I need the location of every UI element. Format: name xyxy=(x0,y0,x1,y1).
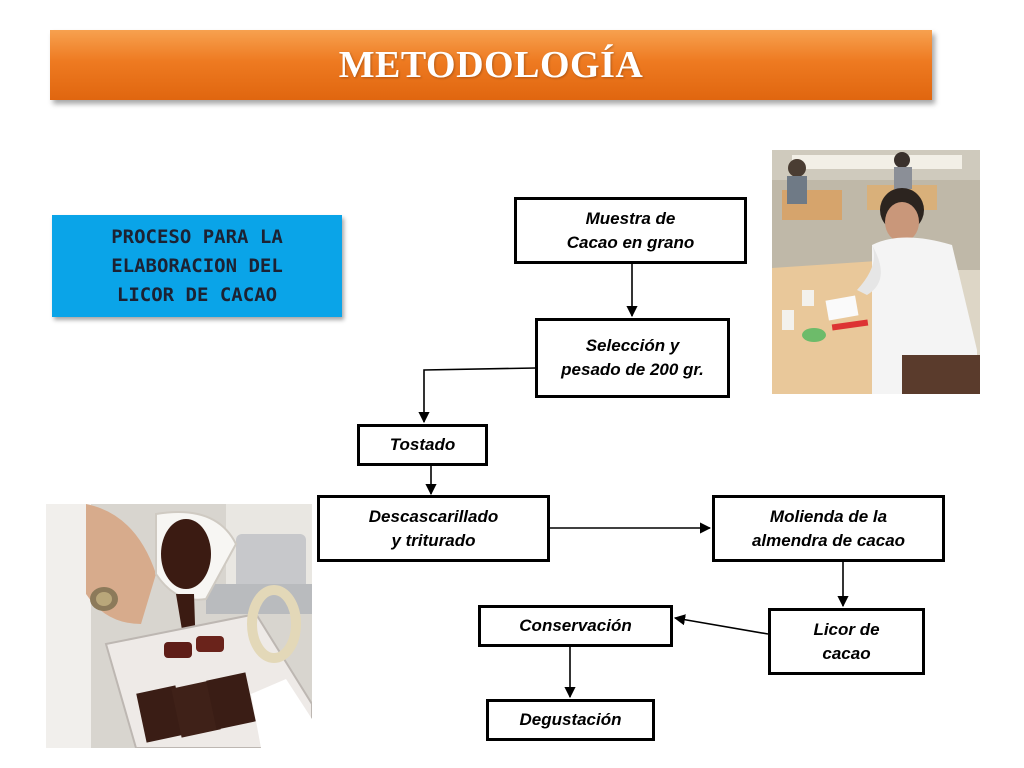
step-seleccion: Selección y pesado de 200 gr. xyxy=(535,318,730,398)
title-banner: METODOLOGÍA xyxy=(50,30,932,100)
step-label: Cacao en grano xyxy=(566,232,695,252)
step-muestra: Muestra de Cacao en grano xyxy=(514,197,747,264)
step-label: Molienda de la xyxy=(769,506,888,526)
process-title-line: ELABORACION DEL xyxy=(111,254,283,277)
step-label: cacao xyxy=(822,643,871,663)
step-label: almendra de cacao xyxy=(751,530,906,550)
step-descascarillado: Descascarillado y triturado xyxy=(317,495,550,562)
process-title-line: LICOR DE CACAO xyxy=(116,283,278,306)
process-title: PROCESO PARA LA ELABORACION DEL LICOR DE… xyxy=(111,223,283,310)
step-label: y triturado xyxy=(391,530,476,550)
process-title-box: PROCESO PARA LA ELABORACION DEL LICOR DE… xyxy=(52,215,342,317)
step-conservacion: Conservación xyxy=(478,605,673,647)
process-title-line: PROCESO PARA LA xyxy=(111,225,283,248)
step-label: Conservación xyxy=(519,616,632,635)
step-degustacion: Degustación xyxy=(486,699,655,741)
step-label: Selección y xyxy=(585,336,680,355)
step-label: Descascarillado xyxy=(368,506,499,526)
step-label: Muestra de xyxy=(585,208,676,228)
chocolate-molding-photo xyxy=(46,504,312,748)
step-label: Licor de xyxy=(813,619,880,639)
arrow-licor-to-conservacion xyxy=(673,614,769,635)
page-title: METODOLOGÍA xyxy=(338,44,644,86)
step-tostado: Tostado xyxy=(357,424,488,466)
step-licor: Licor de cacao xyxy=(768,608,925,675)
step-molienda: Molienda de la almendra de cacao xyxy=(712,495,945,562)
sensory-tasting-panel-photo xyxy=(772,150,980,394)
step-label: Degustación xyxy=(519,710,622,729)
arrow-seleccion-to-tostado xyxy=(418,367,537,424)
step-label: pesado de 200 gr. xyxy=(561,360,704,379)
step-label: Tostado xyxy=(389,435,456,454)
